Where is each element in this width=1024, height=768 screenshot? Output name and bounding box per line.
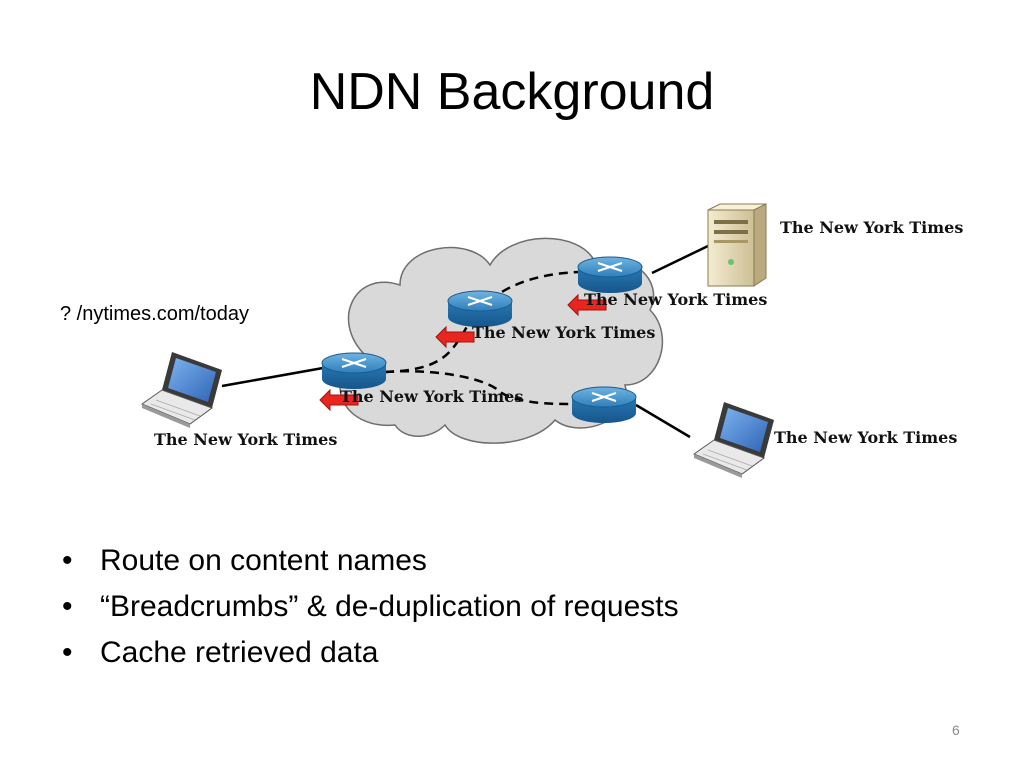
nyt-logo-laptop-left: The New York Times	[154, 430, 337, 449]
laptop-left-icon	[140, 352, 222, 428]
slide-title: NDN Background	[309, 63, 715, 121]
router-upper-icon	[577, 256, 643, 293]
router-core-icon	[447, 290, 513, 327]
link-router-server	[651, 244, 709, 275]
bullet-item: “Breadcrumbs” & de-duplication of reques…	[62, 584, 679, 630]
breadcrumb-arrow-icon	[435, 325, 475, 349]
breadcrumb-arrow-icon	[319, 388, 359, 412]
bullet-list: Route on content names “Breadcrumbs” & d…	[62, 538, 679, 676]
interest-path-lower	[384, 370, 599, 406]
bullet-item: Cache retrieved data	[62, 630, 679, 676]
laptop-right-icon	[692, 402, 774, 478]
breadcrumb-arrow-icon	[567, 293, 607, 317]
nyt-logo-router-edge: The New York Times	[340, 387, 523, 406]
interest-name-label: ? /nytimes.com/today	[60, 303, 249, 325]
bullet-item: Route on content names	[62, 538, 679, 584]
link-router-laptop-right	[635, 403, 691, 439]
link-laptop-left-router	[221, 366, 324, 388]
nyt-logo-server: The New York Times	[780, 218, 963, 237]
nyt-logo-laptop-right: The New York Times	[774, 428, 957, 447]
slide-number: 6	[952, 722, 960, 738]
router-lower-icon	[571, 386, 637, 423]
server-icon	[707, 203, 767, 287]
nyt-logo-router-upper: The New York Times	[584, 290, 767, 309]
nyt-logo-router-core: The New York Times	[472, 323, 655, 342]
interest-path-upper	[384, 270, 601, 374]
router-edge-icon	[321, 352, 387, 389]
